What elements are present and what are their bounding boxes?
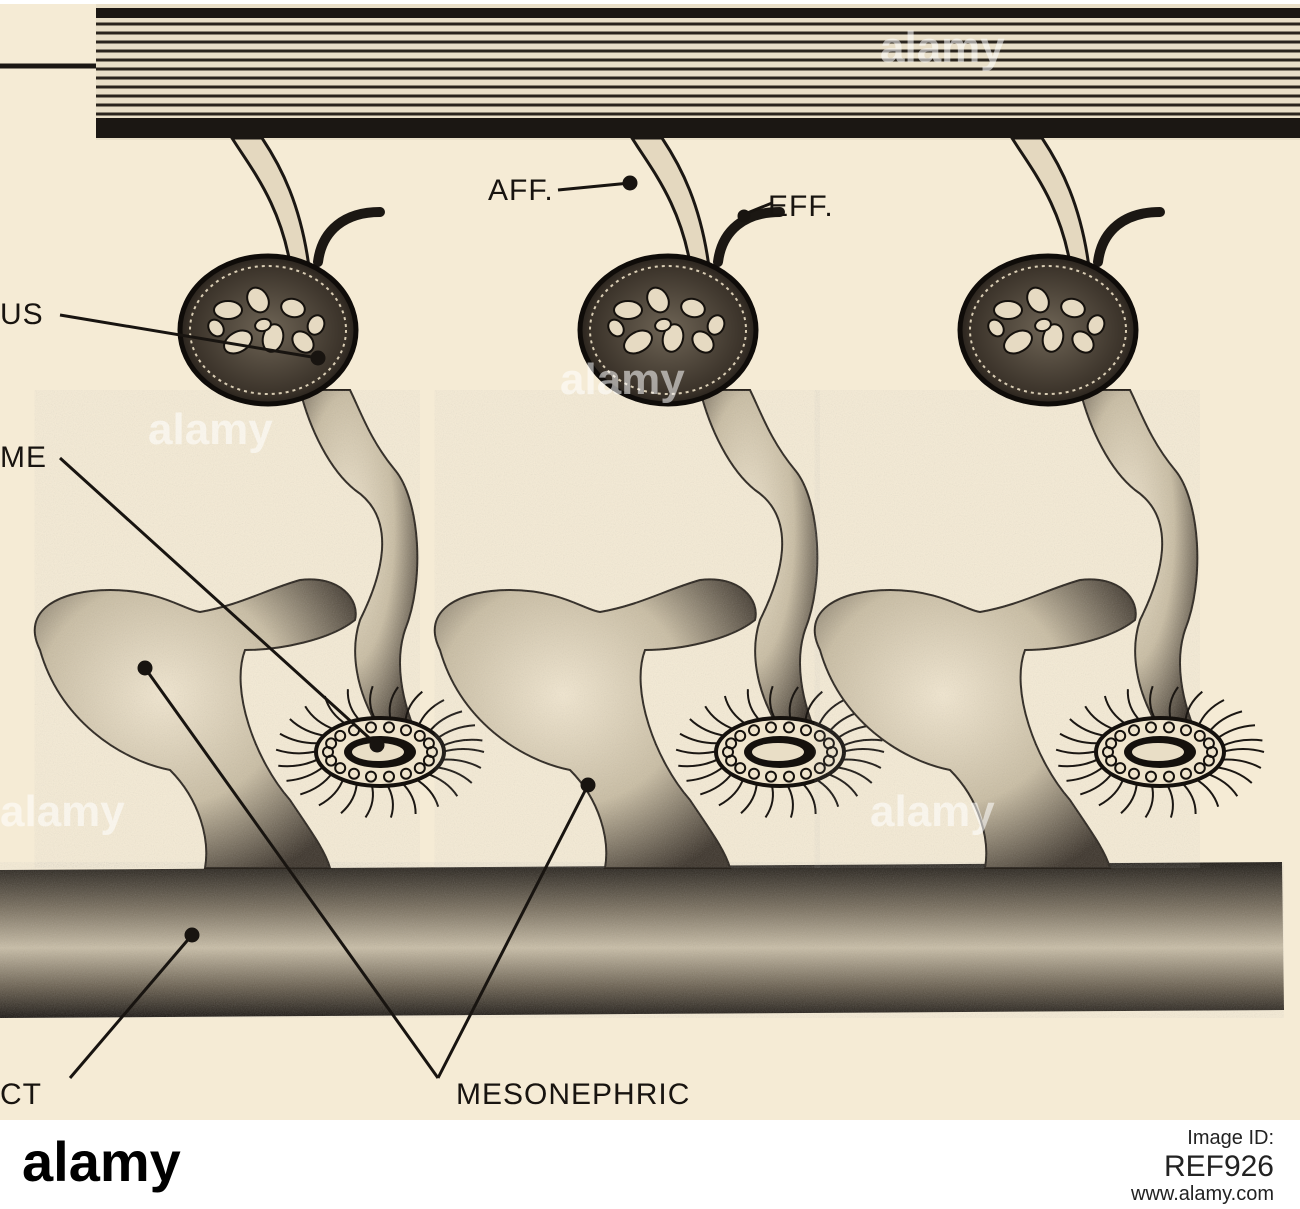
watermark: alamy bbox=[560, 355, 685, 404]
footer-bar: alamy Image ID: REF926 www.alamy.com bbox=[0, 1120, 1300, 1209]
watermark: alamy bbox=[870, 787, 995, 836]
watermark: alamy bbox=[148, 405, 273, 454]
label-eff: EFF. bbox=[768, 190, 834, 223]
image-id-label: Image ID: bbox=[1187, 1127, 1274, 1149]
efferent-arteriole bbox=[313, 207, 385, 267]
nephrostome bbox=[275, 685, 485, 818]
label-duct: CT bbox=[0, 1078, 42, 1111]
tubule-unit bbox=[33, 136, 485, 869]
label-aff: AFF. bbox=[488, 174, 554, 207]
efferent-arteriole bbox=[1093, 207, 1165, 267]
site-url[interactable]: www.alamy.com bbox=[1131, 1183, 1274, 1205]
efferent-arteriole bbox=[713, 207, 785, 267]
mesonephric-tubules-diagram bbox=[0, 0, 1300, 1079]
nephrostome bbox=[675, 685, 885, 818]
brand-logo[interactable]: alamy bbox=[22, 1130, 181, 1193]
tubule-unit bbox=[433, 136, 885, 869]
label-nephrostome: ME bbox=[0, 441, 47, 474]
image-id-value: REF926 bbox=[1163, 1150, 1274, 1183]
watermark: alamy bbox=[880, 23, 1005, 72]
embryology-figure: US AFF. EFF. US ME CT MESONEPHRIC alamy … bbox=[0, 0, 1300, 1120]
watermark: alamy bbox=[0, 787, 125, 836]
mesonephric-duct bbox=[0, 862, 1284, 1018]
aorta-vessel bbox=[0, 0, 1300, 140]
tubule-unit bbox=[813, 136, 1265, 869]
label-mesonephric: MESONEPHRIC bbox=[456, 1078, 691, 1111]
label-glomerulus: US bbox=[0, 298, 44, 331]
leader-lines bbox=[58, 175, 773, 1079]
nephrostome bbox=[1055, 685, 1265, 818]
